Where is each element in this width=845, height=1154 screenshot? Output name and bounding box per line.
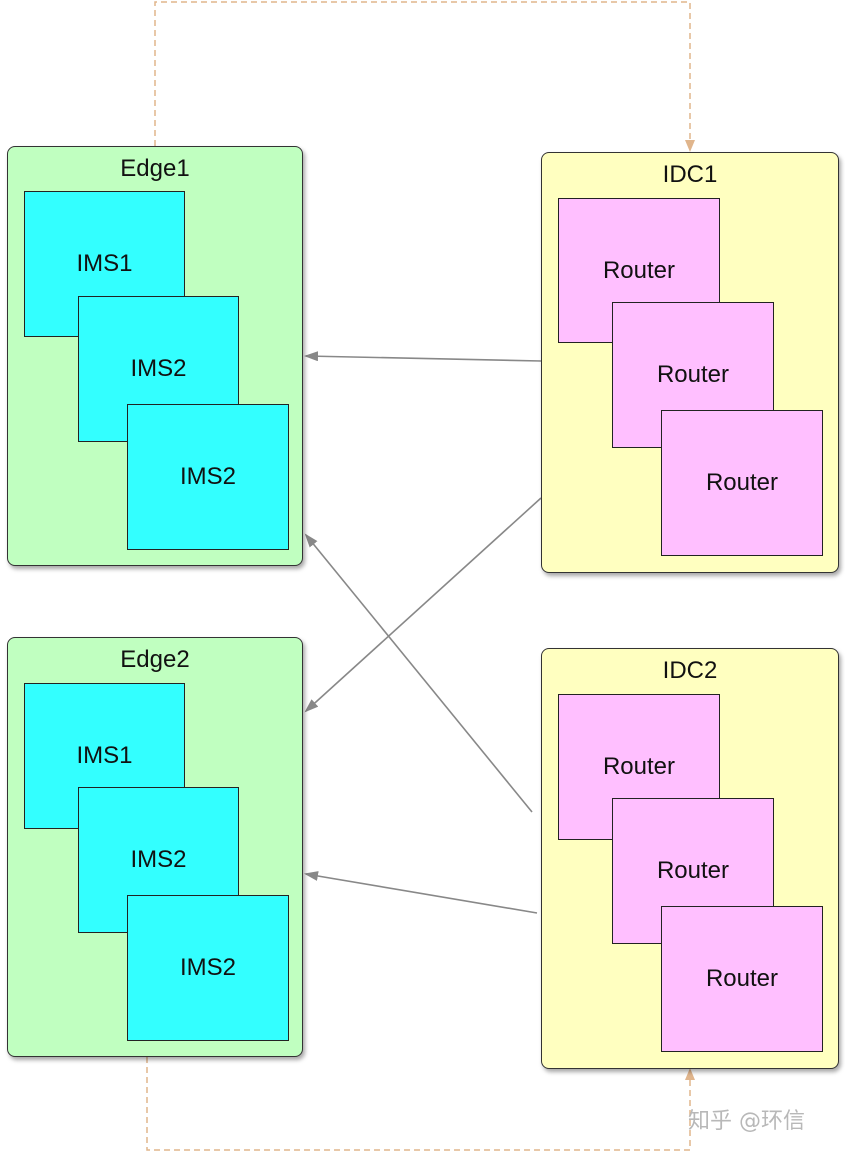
idc2-router3-box: Router xyxy=(661,906,823,1052)
dashed-link-edge1-idc1 xyxy=(154,1,695,152)
idc2-title: IDC2 xyxy=(662,657,718,684)
edge2-group: Edge2 IMS1 IMS2 IMS2 xyxy=(7,637,303,1057)
arrow-idc2-to-edge1 xyxy=(304,533,533,813)
edge2-title: Edge2 xyxy=(120,646,190,673)
arrow-idc1-to-edge1 xyxy=(304,351,542,362)
watermark-text: 知乎 @环信 xyxy=(688,1109,805,1134)
dashed-link-edge2-idc2 xyxy=(146,1057,695,1151)
edge1-ims3-box: IMS2 xyxy=(127,404,289,550)
idc1-router3-box: Router xyxy=(661,410,823,556)
arrow-idc1-to-edge2 xyxy=(304,497,542,713)
idc1-group: IDC1 Router Router Router xyxy=(541,152,839,573)
idc2-group: IDC2 Router Router Router xyxy=(541,648,839,1069)
arrow-idc2-to-edge2 xyxy=(304,871,538,914)
edge2-ims3-box: IMS2 xyxy=(127,895,289,1041)
idc1-title: IDC1 xyxy=(662,161,718,188)
edge1-group: Edge1 IMS1 IMS2 IMS2 xyxy=(7,146,303,566)
edge1-title: Edge1 xyxy=(120,155,190,182)
